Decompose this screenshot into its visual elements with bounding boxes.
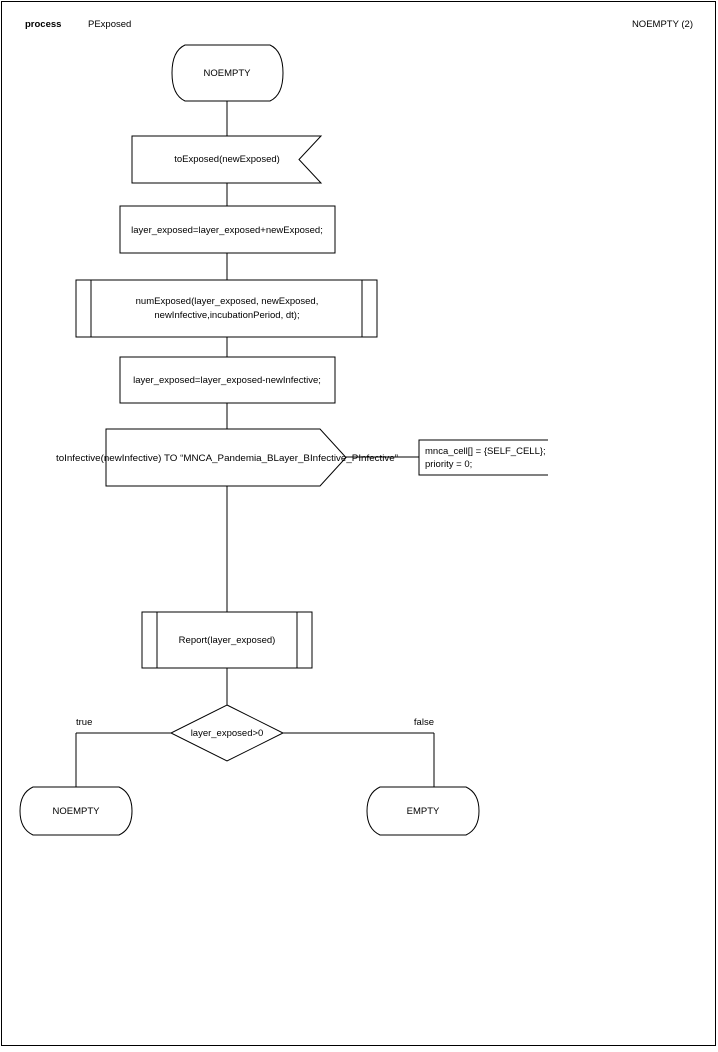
task-add-exposed[interactable]: layer_exposed=layer_exposed+newExposed;: [119, 205, 336, 254]
procedure-call-num-exposed[interactable]: numExposed(layer_exposed, newExposed, ne…: [75, 279, 378, 338]
branch-false-label: false: [414, 717, 434, 728]
comment-line-2: priority = 0;: [425, 459, 472, 470]
procedure-call-line-1: numExposed(layer_exposed, newExposed,: [136, 296, 319, 307]
branch-true-label: true: [76, 717, 92, 728]
task-subtract-infective[interactable]: layer_exposed=layer_exposed-newInfective…: [119, 356, 336, 404]
state-empty-false-branch[interactable]: EMPTY: [366, 786, 480, 836]
input-signal-label: toExposed(newExposed): [174, 154, 280, 165]
task-add-exposed-label: layer_exposed=layer_exposed+newExposed;: [131, 225, 323, 236]
procedure-call-report[interactable]: Report(layer_exposed): [141, 611, 313, 669]
procedure-call-report-label: Report(layer_exposed): [179, 635, 276, 646]
flow-connectors: [75, 101, 435, 787]
output-signal-label: toInfective(newInfective) TO “MNCA_Pande…: [56, 453, 398, 464]
input-signal[interactable]: toExposed(newExposed): [131, 135, 323, 184]
state-noempty-label: NOEMPTY: [53, 806, 101, 817]
decision-diamond[interactable]: layer_exposed>0: [169, 704, 285, 762]
header-process-name: PExposed: [88, 19, 131, 30]
state-noempty-true-branch[interactable]: NOEMPTY: [19, 786, 133, 836]
header-keyword: process: [25, 19, 61, 30]
header-page-label: NOEMPTY (2): [632, 19, 693, 30]
procedure-call-line-2: newInfective,incubationPeriod, dt);: [154, 310, 299, 321]
start-state[interactable]: NOEMPTY: [171, 44, 284, 102]
decision-label: layer_exposed>0: [191, 728, 264, 739]
comment-box: mnca_cell[] = {SELF_CELL}; priority = 0;: [418, 439, 548, 476]
task-subtract-infective-label: layer_exposed=layer_exposed-newInfective…: [133, 375, 321, 386]
start-state-label: NOEMPTY: [204, 68, 252, 79]
output-signal[interactable]: toInfective(newInfective) TO “MNCA_Pande…: [56, 428, 398, 487]
state-empty-label: EMPTY: [407, 806, 440, 817]
comment-line-1: mnca_cell[] = {SELF_CELL};: [425, 446, 546, 457]
